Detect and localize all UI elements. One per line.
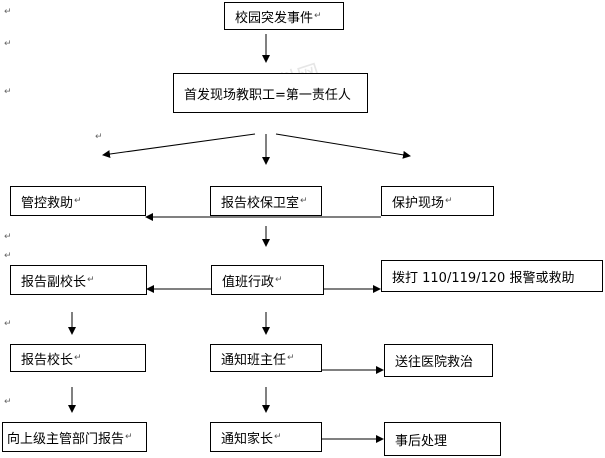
paragraph-mark: ↵	[4, 397, 12, 407]
node-label: 保护现场	[392, 195, 445, 211]
node-label: 校园突发事件	[235, 10, 314, 26]
node-campus-emergency: 校园突发事件↵	[224, 2, 344, 30]
paragraph-mark: ↵	[445, 196, 453, 206]
node-label: 值班行政	[222, 274, 275, 290]
node-send-hospital: 送往医院救治	[384, 344, 493, 377]
node-label: 事后处理	[395, 433, 448, 449]
paragraph-mark: ↵	[4, 39, 12, 49]
node-label: 通知家长	[221, 431, 274, 447]
node-report-superior: 向上级主管部门报告↵	[2, 422, 147, 452]
node-notify-parents: 通知家长↵	[210, 422, 322, 452]
paragraph-mark: ↵	[314, 11, 322, 21]
node-report-security: 报告校保卫室↵	[210, 186, 322, 216]
node-label: 报告副校长	[21, 274, 87, 290]
paragraph-mark: ↵	[74, 353, 82, 363]
paragraph-mark: ↵	[95, 132, 103, 142]
paragraph-mark: ↵	[125, 432, 133, 442]
paragraph-mark: ↵	[4, 319, 12, 329]
node-call-emergency: 拨打 110/119/120 报警或救助	[381, 260, 603, 292]
node-label: 拨打 110/119/120 报警或救助	[392, 270, 575, 286]
node-label: 管控救助	[21, 195, 74, 211]
paragraph-mark: ↵	[4, 232, 12, 242]
paragraph-mark: ↵	[74, 196, 82, 206]
node-control-rescue: 管控救助↵	[10, 186, 146, 216]
node-report-principal: 报告校长↵	[10, 344, 146, 372]
node-label: 向上级主管部门报告	[7, 431, 125, 447]
paragraph-mark: ↵	[4, 7, 12, 17]
arrow-first-to-control	[102, 133, 256, 159]
node-duty-admin: 值班行政↵	[211, 265, 324, 295]
paragraph-mark: ↵	[274, 432, 282, 442]
node-first-responder: 首发现场教职工=第一责任人	[173, 73, 368, 113]
paragraph-mark: ↵	[275, 275, 283, 285]
node-aftermath: 事后处理	[384, 422, 501, 456]
node-label: 通知班主任	[221, 352, 287, 368]
node-notify-teacher: 通知班主任↵	[210, 344, 322, 372]
node-label: 报告校保卫室	[221, 195, 300, 211]
paragraph-mark: ↵	[300, 196, 308, 206]
arrow-first-to-protect	[275, 133, 411, 159]
node-protect-scene: 保护现场↵	[381, 186, 494, 216]
paragraph-mark: ↵	[4, 87, 12, 97]
node-label: 送往医院救治	[395, 355, 474, 370]
paragraph-mark: ↵	[87, 275, 95, 285]
node-label: 首发现场教职工=第一责任人	[184, 87, 351, 103]
paragraph-mark: ↵	[4, 251, 12, 261]
node-report-vice-principal: 报告副校长↵	[10, 265, 147, 295]
paragraph-mark: ↵	[287, 353, 295, 363]
node-label: 报告校长	[21, 352, 74, 368]
